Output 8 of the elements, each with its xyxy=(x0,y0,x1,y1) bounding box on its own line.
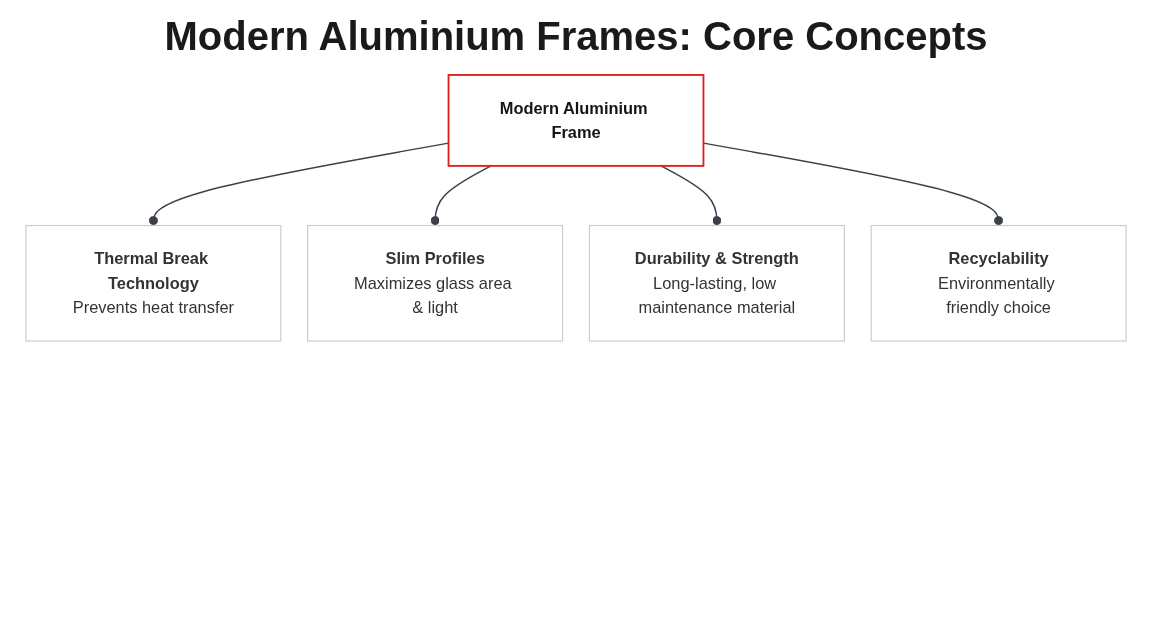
node-box: Thermal Break Technology Prevents heat transfer xyxy=(25,224,282,342)
node-box: Modern Aluminium Frame xyxy=(447,74,705,167)
node-box: Recyclability Environmentally friendly choice xyxy=(870,224,1127,342)
connector xyxy=(430,165,492,227)
node-box: Durability & Strength Long-lasting, low maintenance material xyxy=(588,224,845,342)
node-box: Slim Profiles Maximizes glass area & light xyxy=(307,224,564,342)
connector xyxy=(660,165,722,227)
diagram-title: Modern Aluminium Frames: Core Concepts xyxy=(164,14,988,59)
